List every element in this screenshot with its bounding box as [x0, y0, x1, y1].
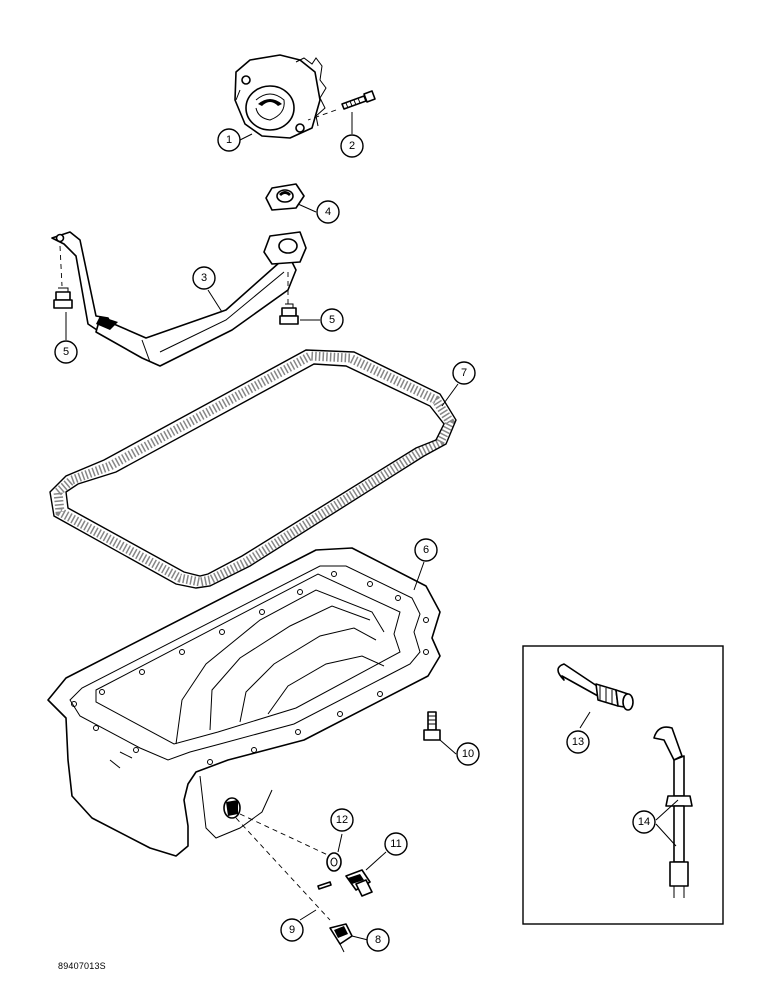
- svg-text:4: 4: [325, 206, 331, 218]
- leader-7: [441, 383, 459, 407]
- callout-12: 12: [330, 808, 354, 832]
- oil-pump: [234, 54, 327, 139]
- drawing-number: 89407013S: [58, 961, 106, 971]
- svg-text:10: 10: [462, 748, 474, 760]
- leader-8: [351, 935, 369, 941]
- drain-assembly: [235, 813, 373, 953]
- svg-text:5: 5: [63, 346, 69, 358]
- callout-7: 7: [452, 361, 476, 385]
- callout-5-right: 5: [320, 308, 344, 332]
- leader-14a: [655, 799, 679, 821]
- callout-8: 8: [366, 928, 390, 952]
- leader-1: [239, 133, 253, 141]
- callout-3: 3: [192, 266, 216, 290]
- oil-pan-gasket: [49, 349, 457, 589]
- drain-plug: [345, 869, 373, 897]
- block-heater-inset: [522, 645, 724, 925]
- callout-1: 1: [217, 128, 241, 152]
- sensor-fitting: [329, 923, 353, 953]
- svg-text:8: 8: [375, 934, 381, 946]
- svg-text:6: 6: [423, 544, 429, 556]
- svg-text:2: 2: [349, 140, 355, 152]
- leader-6: [413, 561, 425, 591]
- pickup-gasket: [265, 183, 305, 211]
- pump-bolt: [307, 90, 376, 121]
- svg-text:7: 7: [461, 367, 467, 379]
- leader-10: [439, 739, 457, 755]
- svg-text:5: 5: [329, 314, 335, 326]
- svg-text:3: 3: [201, 272, 207, 284]
- oil-pan: [47, 547, 441, 857]
- svg-text:1: 1: [226, 134, 232, 146]
- tube-screw-right: [279, 272, 299, 325]
- callout-2: 2: [340, 134, 364, 158]
- leader-13: [579, 711, 591, 729]
- callout-10: 10: [456, 742, 480, 766]
- callout-6: 6: [414, 538, 438, 562]
- leader-9: [299, 909, 317, 921]
- pan-screw: [423, 711, 441, 741]
- oil-pickup-tube: [51, 231, 307, 367]
- callout-4: 4: [316, 200, 340, 224]
- leader-11: [365, 851, 387, 871]
- leader-3: [207, 289, 223, 313]
- heater-element: [557, 663, 634, 711]
- svg-text:13: 13: [572, 736, 584, 748]
- leader-4: [297, 203, 317, 213]
- leader-12: [337, 833, 343, 853]
- callout-14: 14: [632, 810, 656, 834]
- leader-14b: [655, 823, 677, 847]
- svg-text:9: 9: [289, 924, 295, 936]
- callout-5-left: 5: [54, 340, 78, 364]
- svg-text:12: 12: [336, 814, 348, 826]
- svg-text:11: 11: [390, 838, 401, 850]
- svg-text:14: 14: [638, 816, 650, 828]
- heater-cord: [653, 726, 693, 898]
- callout-11: 11: [384, 832, 408, 856]
- drain-washer: [326, 852, 342, 872]
- dowel-pin: [317, 881, 332, 890]
- callout-13: 13: [566, 730, 590, 754]
- tube-screw-left: [53, 245, 73, 309]
- callout-9: 9: [280, 918, 304, 942]
